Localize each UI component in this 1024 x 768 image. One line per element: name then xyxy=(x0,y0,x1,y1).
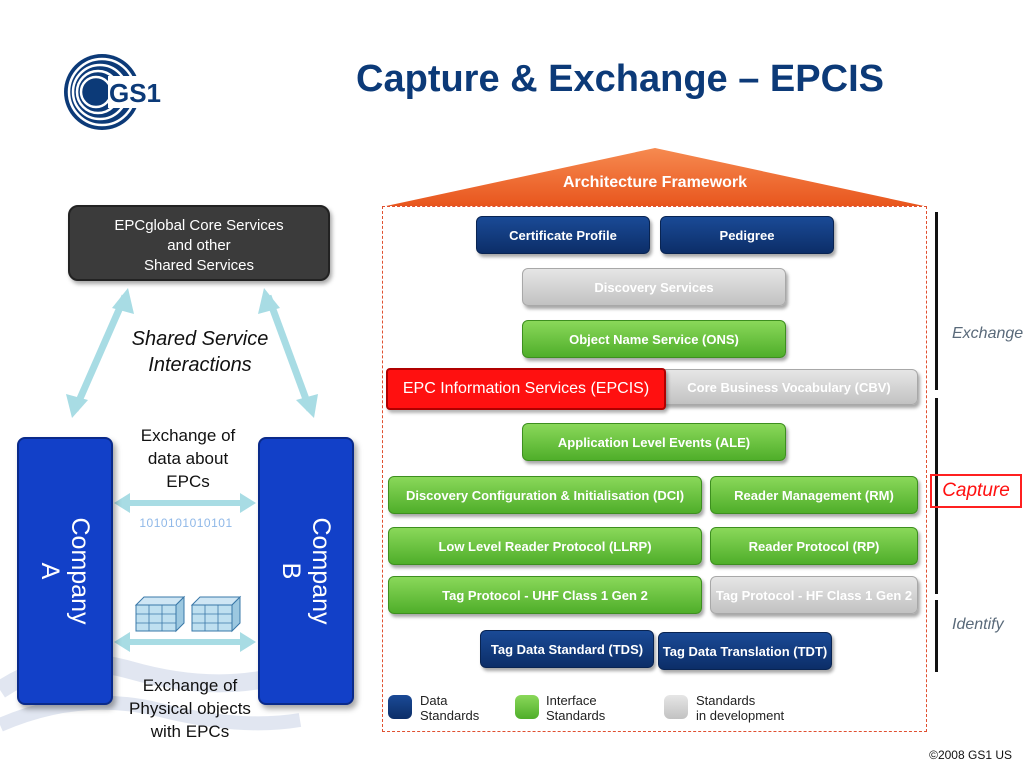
company-b-label: Company B xyxy=(260,439,352,703)
tds-box: Tag Data Standard (TDS) xyxy=(480,630,654,668)
label-line: data about xyxy=(147,449,229,468)
company-a-box: Company A xyxy=(17,437,113,705)
label-line: Interactions xyxy=(148,354,252,376)
gs1-logo: GS1 xyxy=(60,50,170,134)
dci-box: Discovery Configuration & Initialisation… xyxy=(388,476,702,514)
shared-service-interactions-label: Shared Service Interactions xyxy=(100,326,300,378)
pedigree-box: Pedigree xyxy=(660,216,834,254)
certificate-profile-box: Certificate Profile xyxy=(476,216,650,254)
label-line: Exchange of xyxy=(142,676,238,695)
hf-tag-protocol-box: Tag Protocol - HF Class 1 Gen 2 xyxy=(710,576,918,614)
label-line: with EPCs xyxy=(150,722,230,741)
legend-in-development: Standards in development xyxy=(696,693,784,723)
reader-management-box: Reader Management (RM) xyxy=(710,476,918,514)
copyright: ©2008 GS1 US xyxy=(929,748,1012,762)
capture-bracket xyxy=(935,398,938,594)
pallet-icon xyxy=(190,595,242,633)
data-exchange-arrow xyxy=(114,493,256,513)
company-a-line: Company xyxy=(66,517,94,625)
shared-arrow-right xyxy=(258,288,318,418)
company-a-label: Company A xyxy=(19,439,111,703)
company-b-line: Company xyxy=(307,517,335,625)
core-services-line: EPCglobal Core Services xyxy=(114,217,284,234)
exchange-physical-label: Exchange of Physical objects with EPCs xyxy=(100,674,280,743)
epcis-box: EPC Information Services (EPCIS) xyxy=(386,368,666,410)
llrp-box: Low Level Reader Protocol (LLRP) xyxy=(388,527,702,565)
reader-protocol-box: Reader Protocol (RP) xyxy=(710,527,918,565)
exchange-bracket xyxy=(935,212,938,390)
architecture-frame xyxy=(382,206,927,732)
legend-line: Standards xyxy=(546,708,606,723)
legend-line: in development xyxy=(696,708,785,723)
core-services-line: Shared Services xyxy=(143,257,255,274)
capture-label: Capture xyxy=(930,474,1022,508)
identify-label: Identify xyxy=(952,616,1004,633)
legend-line: Standards xyxy=(420,708,480,723)
legend-line: Interface xyxy=(546,693,597,708)
exchange-data-label: Exchange of data about EPCs xyxy=(108,424,268,493)
legend-line: Standards xyxy=(696,693,756,708)
company-b-box: Company B xyxy=(258,437,354,705)
legend-data-standards: Data Standards xyxy=(420,693,479,723)
uhf-tag-protocol-box: Tag Protocol - UHF Class 1 Gen 2 xyxy=(388,576,702,614)
legend-swatch-interface xyxy=(515,695,539,719)
ale-box: Application Level Events (ALE) xyxy=(522,423,786,461)
core-services-line: and other xyxy=(167,237,231,254)
tdt-box: Tag Data Translation (TDT) xyxy=(658,632,832,670)
label-line: Physical objects xyxy=(129,699,251,718)
ons-box: Object Name Service (ONS) xyxy=(522,320,786,358)
identify-bracket xyxy=(935,600,938,672)
legend-swatch-development xyxy=(664,695,688,719)
physical-exchange-arrow xyxy=(114,632,256,652)
roof-shape xyxy=(386,148,924,206)
logo-text: GS1 xyxy=(109,78,161,108)
label-line: Exchange of xyxy=(140,426,236,445)
shared-arrow-left xyxy=(66,288,134,418)
core-services-box: EPCglobal Core Services and other Shared… xyxy=(68,205,330,281)
binary-text: 1010101010101 xyxy=(139,516,233,530)
roof-label: Architecture Framework xyxy=(562,174,748,191)
label-line: EPCs xyxy=(166,472,210,491)
exchange-label: Exchange xyxy=(952,325,1024,342)
legend-swatch-data xyxy=(388,695,412,719)
company-a-line: A xyxy=(36,562,64,580)
discovery-services-box: Discovery Services xyxy=(522,268,786,306)
page-title: Capture & Exchange – EPCIS xyxy=(356,58,884,100)
label-line: Shared Service xyxy=(131,328,269,350)
legend-interface-standards: Interface Standards xyxy=(546,693,605,723)
pallet-icon xyxy=(134,595,186,633)
legend-line: Data xyxy=(420,693,448,708)
company-b-line: B xyxy=(277,562,305,580)
